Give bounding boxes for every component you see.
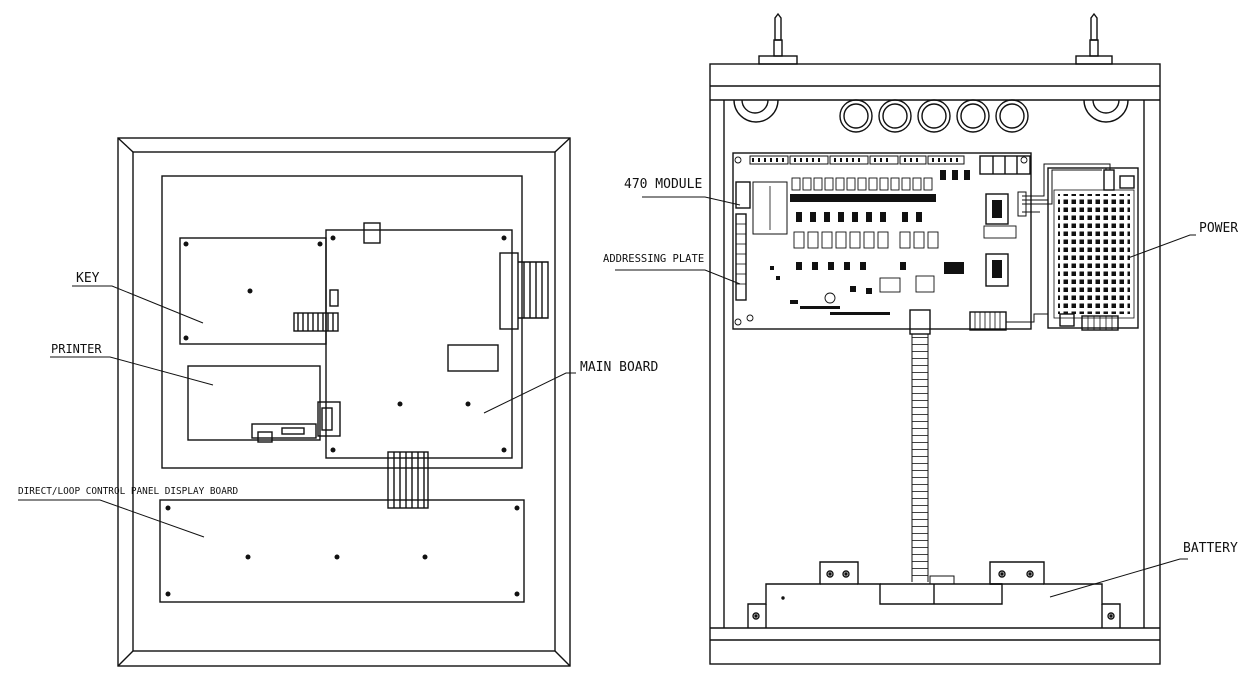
cabinet-outer [709,63,1161,665]
callout-labels: KEY PRINTER MAIN BOARD DIRECT/LOOP CONTR… [18,177,1238,556]
label-key: KEY [76,271,100,286]
label-470-module: 470 MODULE [624,177,702,192]
relay-row-top [791,177,933,191]
main-board-chip [363,222,381,244]
label-addressing-plate: ADDRESSING PLATE [603,253,704,265]
main-board-screws [330,235,507,453]
label-power: POWER [1199,221,1238,236]
addressing-pcb [732,152,1032,330]
printer-connector [251,423,317,439]
label-main-board: MAIN BOARD [580,360,658,375]
power-supply-vent [1058,194,1130,314]
display-board-screws [165,505,520,597]
switch-upper [985,193,1009,225]
main-board-display-window [447,344,499,372]
front-leader-lines [18,285,576,538]
interior-leader-lines [615,196,1196,598]
mounting-stud-left [758,12,798,65]
label-battery: BATTERY [1183,541,1238,556]
mounting-stud-right [1075,12,1113,65]
front-panel-view [18,137,576,667]
cabinet-interior-view [615,12,1196,665]
power-wires [1017,163,1111,217]
module-470-board [735,181,751,209]
dense-ic-row [790,194,936,202]
display-board [159,499,525,603]
door-inner-frame [132,151,556,652]
key-ribbon-connector [293,312,339,332]
mounting-plate [161,175,523,469]
flex-conduit-top [909,309,931,335]
battery-bracket [747,561,1121,628]
pcb-bottom-connector [969,311,1007,331]
relay-row-middle [793,231,939,249]
key-board [179,237,327,345]
smd-components [770,170,970,315]
main-board [325,229,513,459]
cable-knockouts [733,99,1129,133]
addressing-plate-strip [735,213,747,301]
door-outer-frame [117,137,571,667]
label-printer: PRINTER [51,342,102,356]
label-display-board: DIRECT/LOOP CONTROL PANEL DISPLAY BOARD [18,486,238,497]
terminal-pins [752,158,958,162]
switch-lower [985,253,1009,287]
terminal-blocks [749,155,965,165]
main-board-side-connector [499,252,519,330]
display-ribbon-cable [387,451,429,509]
key-board-screws [183,241,323,341]
printer [187,365,321,441]
